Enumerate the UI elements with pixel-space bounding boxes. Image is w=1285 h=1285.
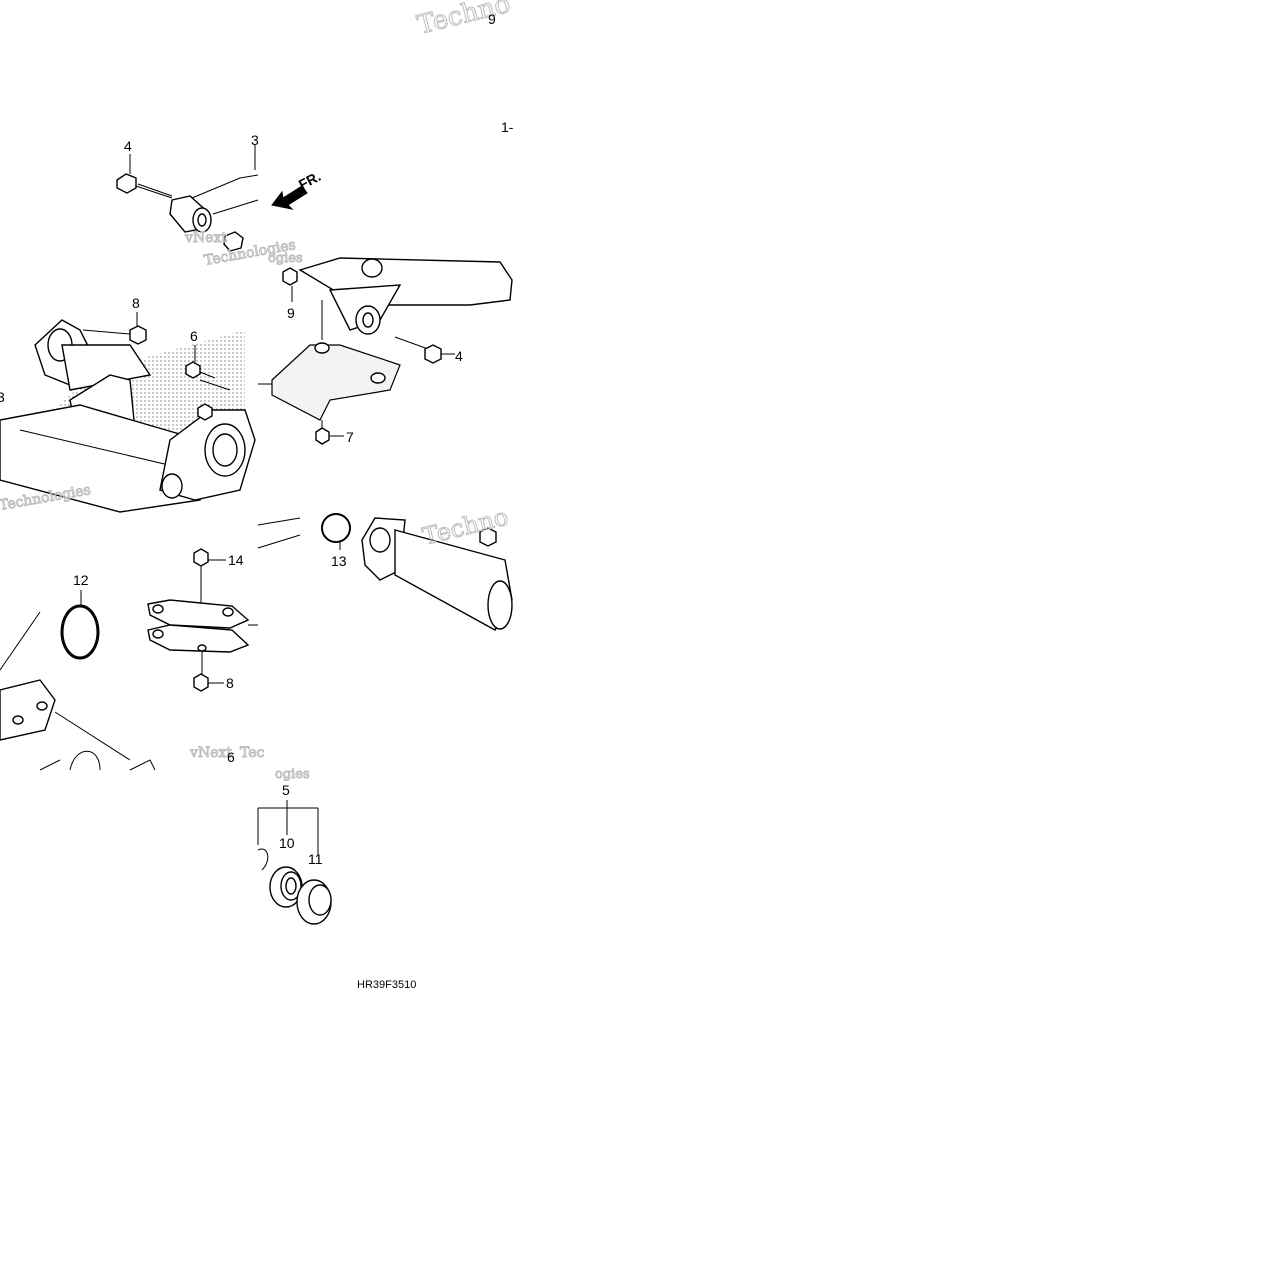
callout-7-mid: 7 [346,429,354,445]
bracket-plate-lower [147,624,250,653]
callout-8-bottom: 8 [226,675,234,691]
bolt-4-part [116,173,173,199]
tile-middle-left: 8 6 3 Technologies [0,295,256,514]
swingarm-body [298,257,513,306]
callout-9-mid: 9 [287,305,295,321]
o-ring-13-part [321,513,351,543]
callout-12: 12 [73,572,89,588]
tile-lower-center: 13 Techno [257,502,513,631]
callout-4-top: 4 [124,138,132,154]
callout-13: 13 [331,553,347,569]
axle-tube [61,344,152,391]
watermark-text-8: Techno [420,503,511,551]
tile-top-left: Techno vNext Technologies 4 3 [116,0,514,269]
callout-4-mid: 4 [455,348,463,364]
callout-6-bottom: 6 [227,749,235,765]
callout-11: 11 [308,851,323,867]
bearing-10-part [269,866,303,908]
housing-fragment [0,679,56,741]
bushing-lower [161,473,183,499]
diagram-code: HR39F3510 [357,979,416,991]
nut-part [223,231,244,252]
bolt-tube [479,527,497,547]
callout-10: 10 [279,835,295,851]
callout-5: 5 [282,782,290,798]
watermark-text-6: vNext [189,745,232,761]
front-direction-arrow: FR. [271,168,323,210]
swingarm-outline [191,174,259,199]
main-beam [0,404,201,513]
bolt-6-part [185,361,201,379]
callout-6-mid: 6 [190,328,198,344]
o-ring-12-part [60,604,100,660]
watermark-text-7: Tec [240,745,265,761]
bolt-7-part [315,427,330,445]
callout-9-top: 9 [488,11,496,27]
bolt-14-part [193,548,209,567]
bracket-plate-upper [147,599,250,629]
callout-3-top: 3 [251,132,259,148]
tile-middle-center: 9 4 7 ogies [258,251,513,445]
watermark-text-2: vNext [184,230,227,246]
callout-3-left: 3 [0,389,5,405]
watermark-text-9: ogies [275,767,310,782]
callout-5-bracket [257,800,319,855]
bushing-part [169,195,212,233]
nut-9-part [282,267,298,286]
arrow-icon [271,185,308,210]
nut-8-bottom-part [193,673,209,692]
seal-11-part [296,879,332,925]
callout-1-top: 1- [501,119,514,135]
callout-8-mid: 8 [132,295,140,311]
watermark-text-5: ogies [268,251,303,266]
tile-bottom: ogies 5 10 11 [257,767,332,925]
watermark-text: Techno [414,0,513,41]
nut-8-part [129,325,147,345]
callout-14: 14 [228,552,244,568]
tile-lower-left: 12 14 8 vNext Tec 6 [0,548,265,771]
bolt-4-mid [424,344,442,364]
